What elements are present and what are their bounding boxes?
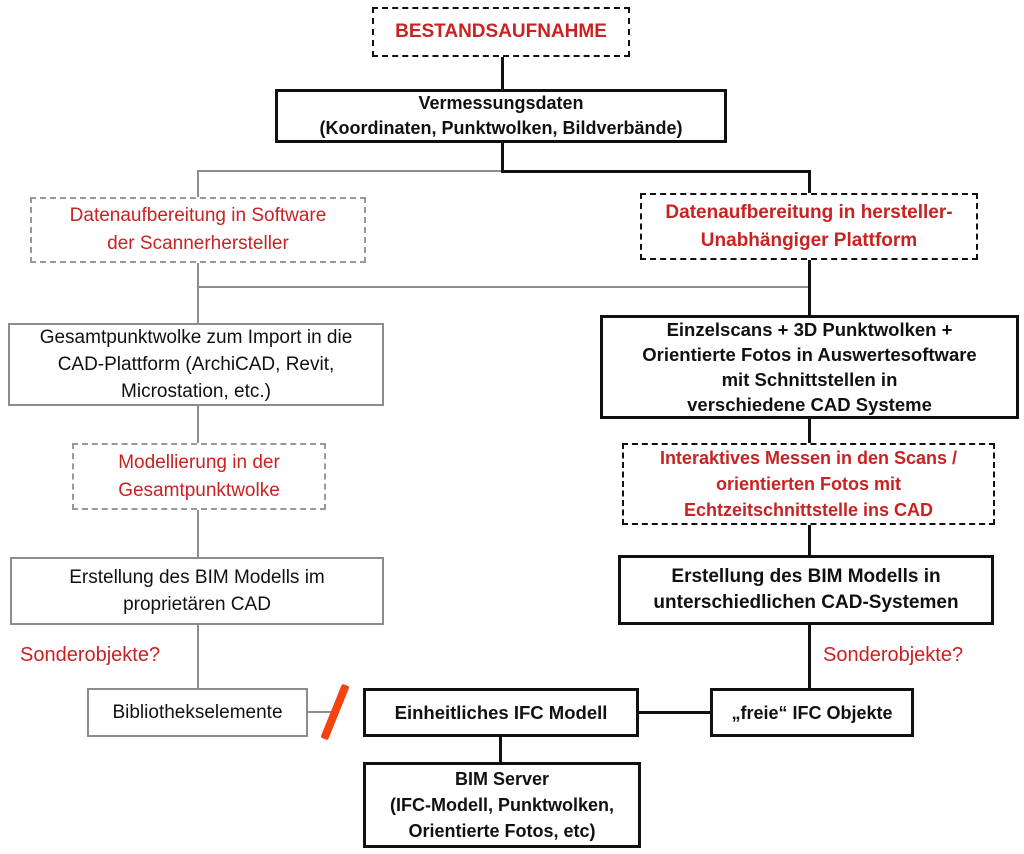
- connector-bibliothek-stub: [308, 711, 334, 713]
- connector-split-to-scanner-box: [197, 170, 199, 197]
- node-datenaufbereitung-plattform-line1: Datenaufbereitung in hersteller-: [665, 201, 953, 223]
- connector-interaktiv-to-erstellung-rechts: [808, 525, 811, 555]
- node-erstellung-proprietaer-line2: proprietären CAD: [123, 594, 271, 615]
- connector-erstellung-links-to-bibliothek: [197, 625, 199, 688]
- connector-plattform-to-einzel: [808, 260, 811, 315]
- connector-bestand-vermessung: [501, 57, 504, 89]
- node-datenaufbereitung-scanner-line1: Datenaufbereitung in Software: [69, 205, 327, 226]
- node-interaktives-messen: Interaktives Messen in den Scans / orien…: [622, 443, 995, 525]
- node-bim-server: BIM Server (IFC-Modell, Punktwolken, Ori…: [363, 762, 641, 848]
- label-sonderobjekte-links: Sonderobjekte?: [20, 644, 161, 666]
- node-modellierung-line1: Modellierung in der: [118, 451, 280, 473]
- node-einzelscans: Einzelscans + 3D Punktwolken + Orientier…: [600, 315, 1019, 419]
- connector-split-left-horizontal: [197, 170, 503, 172]
- node-erstellung-proprietaer-line1: Erstellung des BIM Modells im: [69, 567, 325, 588]
- node-erstellung-cad-systeme-line2: unterschiedlichen CAD-Systemen: [653, 592, 959, 613]
- node-einzelscans-line4: verschiedene CAD Systeme: [687, 394, 932, 415]
- node-erstellung-cad-systeme-line1: Erstellung des BIM Modells in: [671, 566, 941, 587]
- node-freie-ifc-objekte: „freie“ IFC Objekte: [710, 688, 914, 737]
- node-datenaufbereitung-scanner: Datenaufbereitung in Software der Scanne…: [30, 197, 366, 263]
- node-vermessungsdaten-line1: Vermessungsdaten: [418, 93, 584, 113]
- node-erstellung-proprietaer: Erstellung des BIM Modells im proprietär…: [10, 557, 384, 625]
- node-bestandsaufnahme: BESTANDSAUFNAHME: [372, 7, 630, 57]
- node-einzelscans-line1: Einzelscans + 3D Punktwolken +: [666, 319, 953, 340]
- label-sonderobjekte-rechts: Sonderobjekte?: [823, 644, 964, 666]
- node-bim-server-line3: Orientierte Fotos, etc): [408, 821, 596, 841]
- node-bim-server-line1: BIM Server: [454, 769, 550, 789]
- node-bestandsaufnahme-text: BESTANDSAUFNAHME: [395, 21, 607, 42]
- connector-scanner-to-gesamt: [197, 263, 199, 323]
- connector-vermessung-split: [501, 143, 504, 171]
- connector-split-right-horizontal: [501, 170, 811, 173]
- node-interaktives-messen-line3: Echtzeitschnittstelle ins CAD: [683, 500, 934, 520]
- node-gesamtpunktwolke-line3: Microstation, etc.): [121, 381, 271, 402]
- node-modellierung-line2: Gesamtpunktwolke: [118, 479, 280, 501]
- connector-erstellung-rechts-to-freie: [808, 625, 811, 688]
- node-gesamtpunktwolke-line1: Gesamtpunktwolke zum Import in die: [39, 327, 353, 348]
- node-gesamtpunktwolke: Gesamtpunktwolke zum Import in die CAD-P…: [8, 323, 384, 406]
- node-vermessungsdaten-line2: (Koordinaten, Punktwolken, Bildverbände): [319, 118, 683, 138]
- node-modellierung: Modellierung in der Gesamtpunktwolke: [72, 443, 326, 510]
- node-erstellung-cad-systeme: Erstellung des BIM Modells in unterschie…: [618, 555, 994, 625]
- node-einheitliches-ifc-modell: Einheitliches IFC Modell: [363, 688, 639, 737]
- node-datenaufbereitung-plattform-line2: Unabhängiger Plattform: [700, 229, 918, 251]
- connector-ifc-to-server: [499, 737, 502, 762]
- node-einheitliches-ifc-modell-text: Einheitliches IFC Modell: [394, 701, 608, 723]
- node-bibliothekselemente-text: Bibliothekselemente: [112, 701, 283, 723]
- connector-ifc-to-freie: [639, 711, 710, 714]
- node-bim-server-line2: (IFC-Modell, Punktwolken,: [390, 795, 614, 815]
- node-einzelscans-line3: mit Schnittstellen in: [721, 369, 898, 390]
- connector-split-to-plattform-box: [808, 170, 811, 193]
- connector-gesamt-to-modellierung: [197, 406, 199, 443]
- node-datenaufbereitung-plattform: Datenaufbereitung in hersteller- Unabhän…: [640, 193, 978, 260]
- connector-crosslink-horizontal: [197, 286, 811, 288]
- node-vermessungsdaten: Vermessungsdaten (Koordinaten, Punktwolk…: [275, 89, 727, 143]
- node-bibliothekselemente: Bibliothekselemente: [87, 688, 308, 737]
- node-datenaufbereitung-scanner-line2: der Scannerhersteller: [107, 233, 289, 254]
- node-einzelscans-line2: Orientierte Fotos in Auswertesoftware: [642, 344, 977, 365]
- connector-modellierung-to-erstellung-links: [197, 510, 199, 557]
- node-interaktives-messen-line2: orientierten Fotos mit: [715, 474, 901, 494]
- node-freie-ifc-objekte-text: „freie“ IFC Objekte: [731, 702, 893, 723]
- node-gesamtpunktwolke-line2: CAD-Plattform (ArchiCAD, Revit,: [57, 354, 335, 375]
- connector-einzel-to-interaktiv: [808, 419, 811, 443]
- node-interaktives-messen-line1: Interaktives Messen in den Scans /: [659, 448, 958, 468]
